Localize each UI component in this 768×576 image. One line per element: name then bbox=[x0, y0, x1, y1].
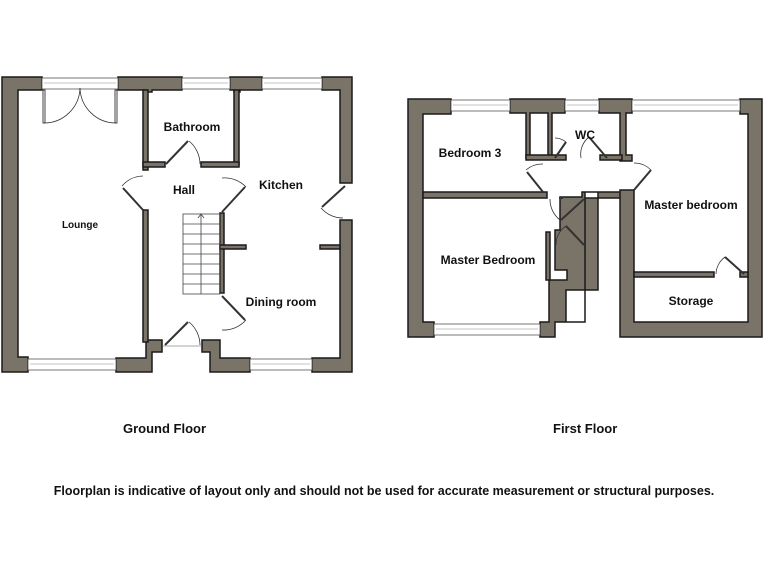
room-label-kitchen: Kitchen bbox=[259, 178, 303, 192]
door-master-left bbox=[549, 197, 585, 221]
ground-outer-wall bbox=[1, 76, 43, 373]
door-hall-kitchen bbox=[221, 177, 247, 213]
first-wall-top-right bbox=[539, 98, 763, 338]
first-outer-left bbox=[407, 98, 452, 338]
ground-wall-top-right bbox=[321, 76, 353, 184]
first-floor-plan: Bedroom 3 WC Master Bedroom Master bedro… bbox=[407, 98, 763, 338]
window-master-right bbox=[631, 99, 741, 112]
door-dining bbox=[221, 295, 247, 331]
ground-floor-title: Ground Floor bbox=[123, 421, 207, 436]
door-bathroom bbox=[165, 140, 201, 165]
wall-storage-top bbox=[633, 271, 715, 278]
wall-bath-bottom-left bbox=[142, 161, 166, 168]
ground-wall-top-mid bbox=[117, 76, 183, 93]
wall-lounge-hall bbox=[142, 209, 149, 343]
wall-bath-bottom-right bbox=[200, 161, 240, 168]
window-dining bbox=[249, 358, 313, 371]
window-kitchen bbox=[261, 77, 323, 90]
room-label-bathroom: Bathroom bbox=[164, 120, 221, 134]
window-wc bbox=[564, 99, 600, 112]
ground-floor-plan: Lounge Bathroom Hall Kitchen Dining room bbox=[1, 76, 353, 373]
wall-wc-bottom-right bbox=[599, 154, 623, 161]
wall-kitchen-stub-left bbox=[219, 244, 247, 250]
wall-cupboard bbox=[545, 231, 551, 281]
door-bedroom3 bbox=[525, 163, 544, 193]
window-bedroom3 bbox=[450, 99, 511, 112]
wall-stair-side bbox=[219, 212, 225, 294]
door-wc bbox=[580, 136, 608, 159]
wall-storage-top-right bbox=[739, 271, 749, 278]
window-master-left bbox=[433, 323, 541, 336]
first-wall-top-mid2 bbox=[598, 98, 633, 162]
door-front bbox=[163, 321, 202, 347]
wall-bath-kitchen bbox=[233, 89, 240, 166]
wall-bed3-master bbox=[422, 191, 548, 199]
first-wall-top-mid bbox=[509, 98, 566, 159]
wall-lounge-bath bbox=[142, 89, 149, 171]
french-doors-lounge bbox=[42, 87, 118, 124]
wall-wc-bottom-left bbox=[525, 154, 567, 161]
door-master-right bbox=[633, 162, 652, 191]
room-label-hall: Hall bbox=[173, 183, 195, 197]
room-label-wc: WC bbox=[575, 128, 595, 142]
room-label-master-bedroom-right: Master bedroom bbox=[644, 198, 737, 212]
room-label-storage: Storage bbox=[669, 294, 714, 308]
door-cupboard-landing bbox=[555, 225, 585, 246]
first-floor-title: First Floor bbox=[553, 421, 618, 436]
door-lounge-hall bbox=[121, 175, 144, 211]
ground-wall-right-lower bbox=[311, 219, 353, 373]
room-label-master-bedroom-left: Master Bedroom bbox=[441, 253, 536, 267]
staircase bbox=[182, 213, 221, 295]
disclaimer-text: Floorplan is indicative of layout only a… bbox=[53, 484, 715, 498]
room-label-dining: Dining room bbox=[246, 295, 317, 309]
room-label-lounge: Lounge bbox=[62, 220, 99, 231]
room-label-bedroom3: Bedroom 3 bbox=[439, 146, 502, 160]
window-lounge-bottom bbox=[27, 358, 117, 371]
door-storage bbox=[715, 256, 745, 275]
ground-wall-bottom-porch bbox=[201, 339, 251, 373]
door-cupboard-wc bbox=[554, 137, 567, 159]
ground-wall-bottom-mid bbox=[115, 339, 163, 373]
window-lounge-top bbox=[41, 77, 119, 90]
door-kitchen-side bbox=[320, 185, 346, 219]
wall-kitchen-stub-right bbox=[319, 244, 341, 250]
window-bathroom bbox=[181, 77, 231, 90]
